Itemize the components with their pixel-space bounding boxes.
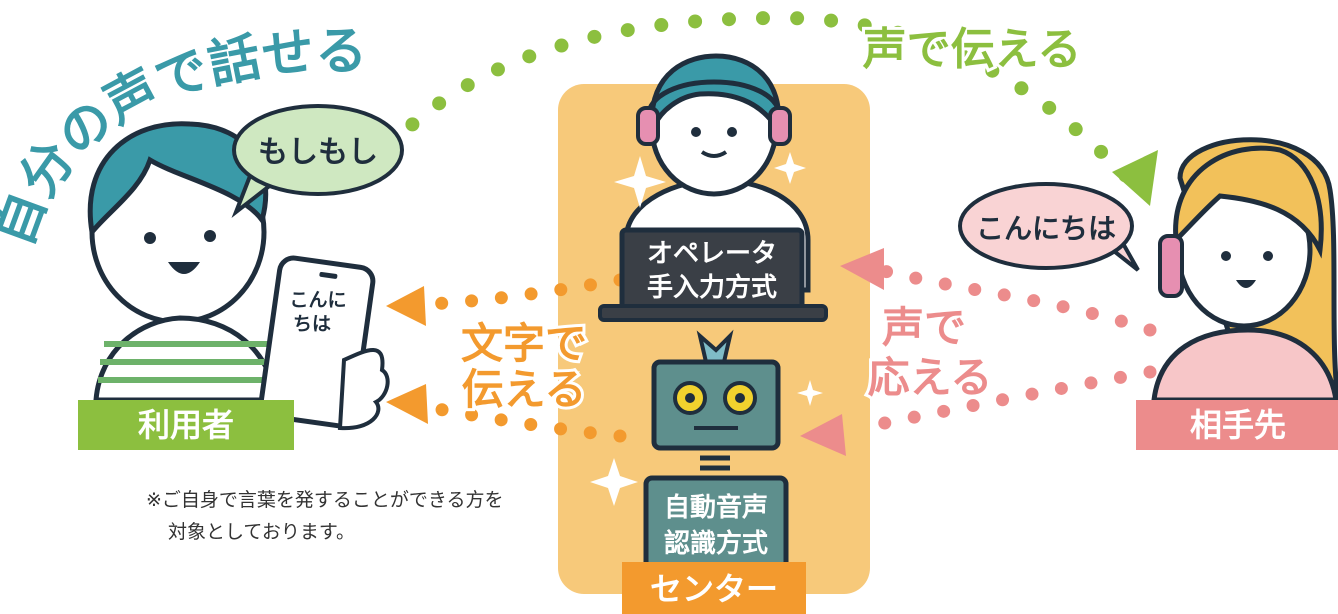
operator-method-line-1: オペレータ <box>647 239 777 269</box>
partner-figure <box>1151 137 1338 403</box>
phone-device <box>258 255 390 431</box>
user-speech-text: もしもし <box>258 135 378 170</box>
user-label-bg <box>78 400 294 450</box>
sparkle-icon <box>774 152 806 184</box>
partner-label: 相手先 <box>1190 406 1286 444</box>
partner-speech-bubble <box>958 182 1140 272</box>
text-to-user-caption-line-1: 文字で <box>461 319 587 368</box>
operator-method-line-2: 手入力方式 <box>647 272 777 303</box>
note-line-2: 対象としております。 <box>168 521 355 543</box>
voice-dotted-path <box>381 10 1133 183</box>
auto-method-line-1: 自動音声 <box>664 492 768 523</box>
reply-dotted-path-lower <box>853 365 1157 435</box>
center-label: センター <box>650 570 778 608</box>
partner-speech-text: こんにちは <box>976 212 1116 245</box>
voice-reply-caption-line-2: 応える <box>868 353 993 402</box>
user-label: 利用者 <box>138 406 234 444</box>
sparkle-icon <box>590 458 638 506</box>
partner-label-bg <box>1136 400 1338 450</box>
operator-laptop <box>598 227 828 322</box>
reply-arrow-head-lower <box>800 414 846 456</box>
text-dotted-path-upper <box>423 273 627 311</box>
auto-method-line-2: 認識方式 <box>664 528 768 559</box>
user-figure <box>87 121 279 403</box>
phone-screen-line-1: こんに <box>289 289 346 311</box>
phone-screen-line-2: ちは <box>293 313 331 335</box>
reply-arrow-head-upper <box>840 248 884 290</box>
text-to-user-caption-line-2: 伝える <box>462 365 587 414</box>
note-line-1: ※ご自身で言葉を発することができる方を <box>146 489 504 511</box>
user-speech-bubble <box>231 104 404 219</box>
voice-arrow-head <box>1112 150 1158 206</box>
reply-dotted-path-upper <box>873 263 1157 337</box>
sparkle-icon <box>797 380 823 406</box>
text-arrow-head-upper <box>386 286 426 326</box>
robot-figure <box>643 329 789 571</box>
sparkle-icon <box>614 156 666 208</box>
eligibility-note: ※ご自身で言葉を発することができる方を 対象としております。 <box>146 484 504 548</box>
text-arrow-head-lower <box>386 384 428 424</box>
voice-reply-caption-line-1: 声で <box>882 303 966 352</box>
center-label-bg <box>622 562 806 614</box>
text-dotted-path-lower <box>425 401 627 443</box>
voice-to-partner-caption: 声で伝える <box>863 24 1082 75</box>
